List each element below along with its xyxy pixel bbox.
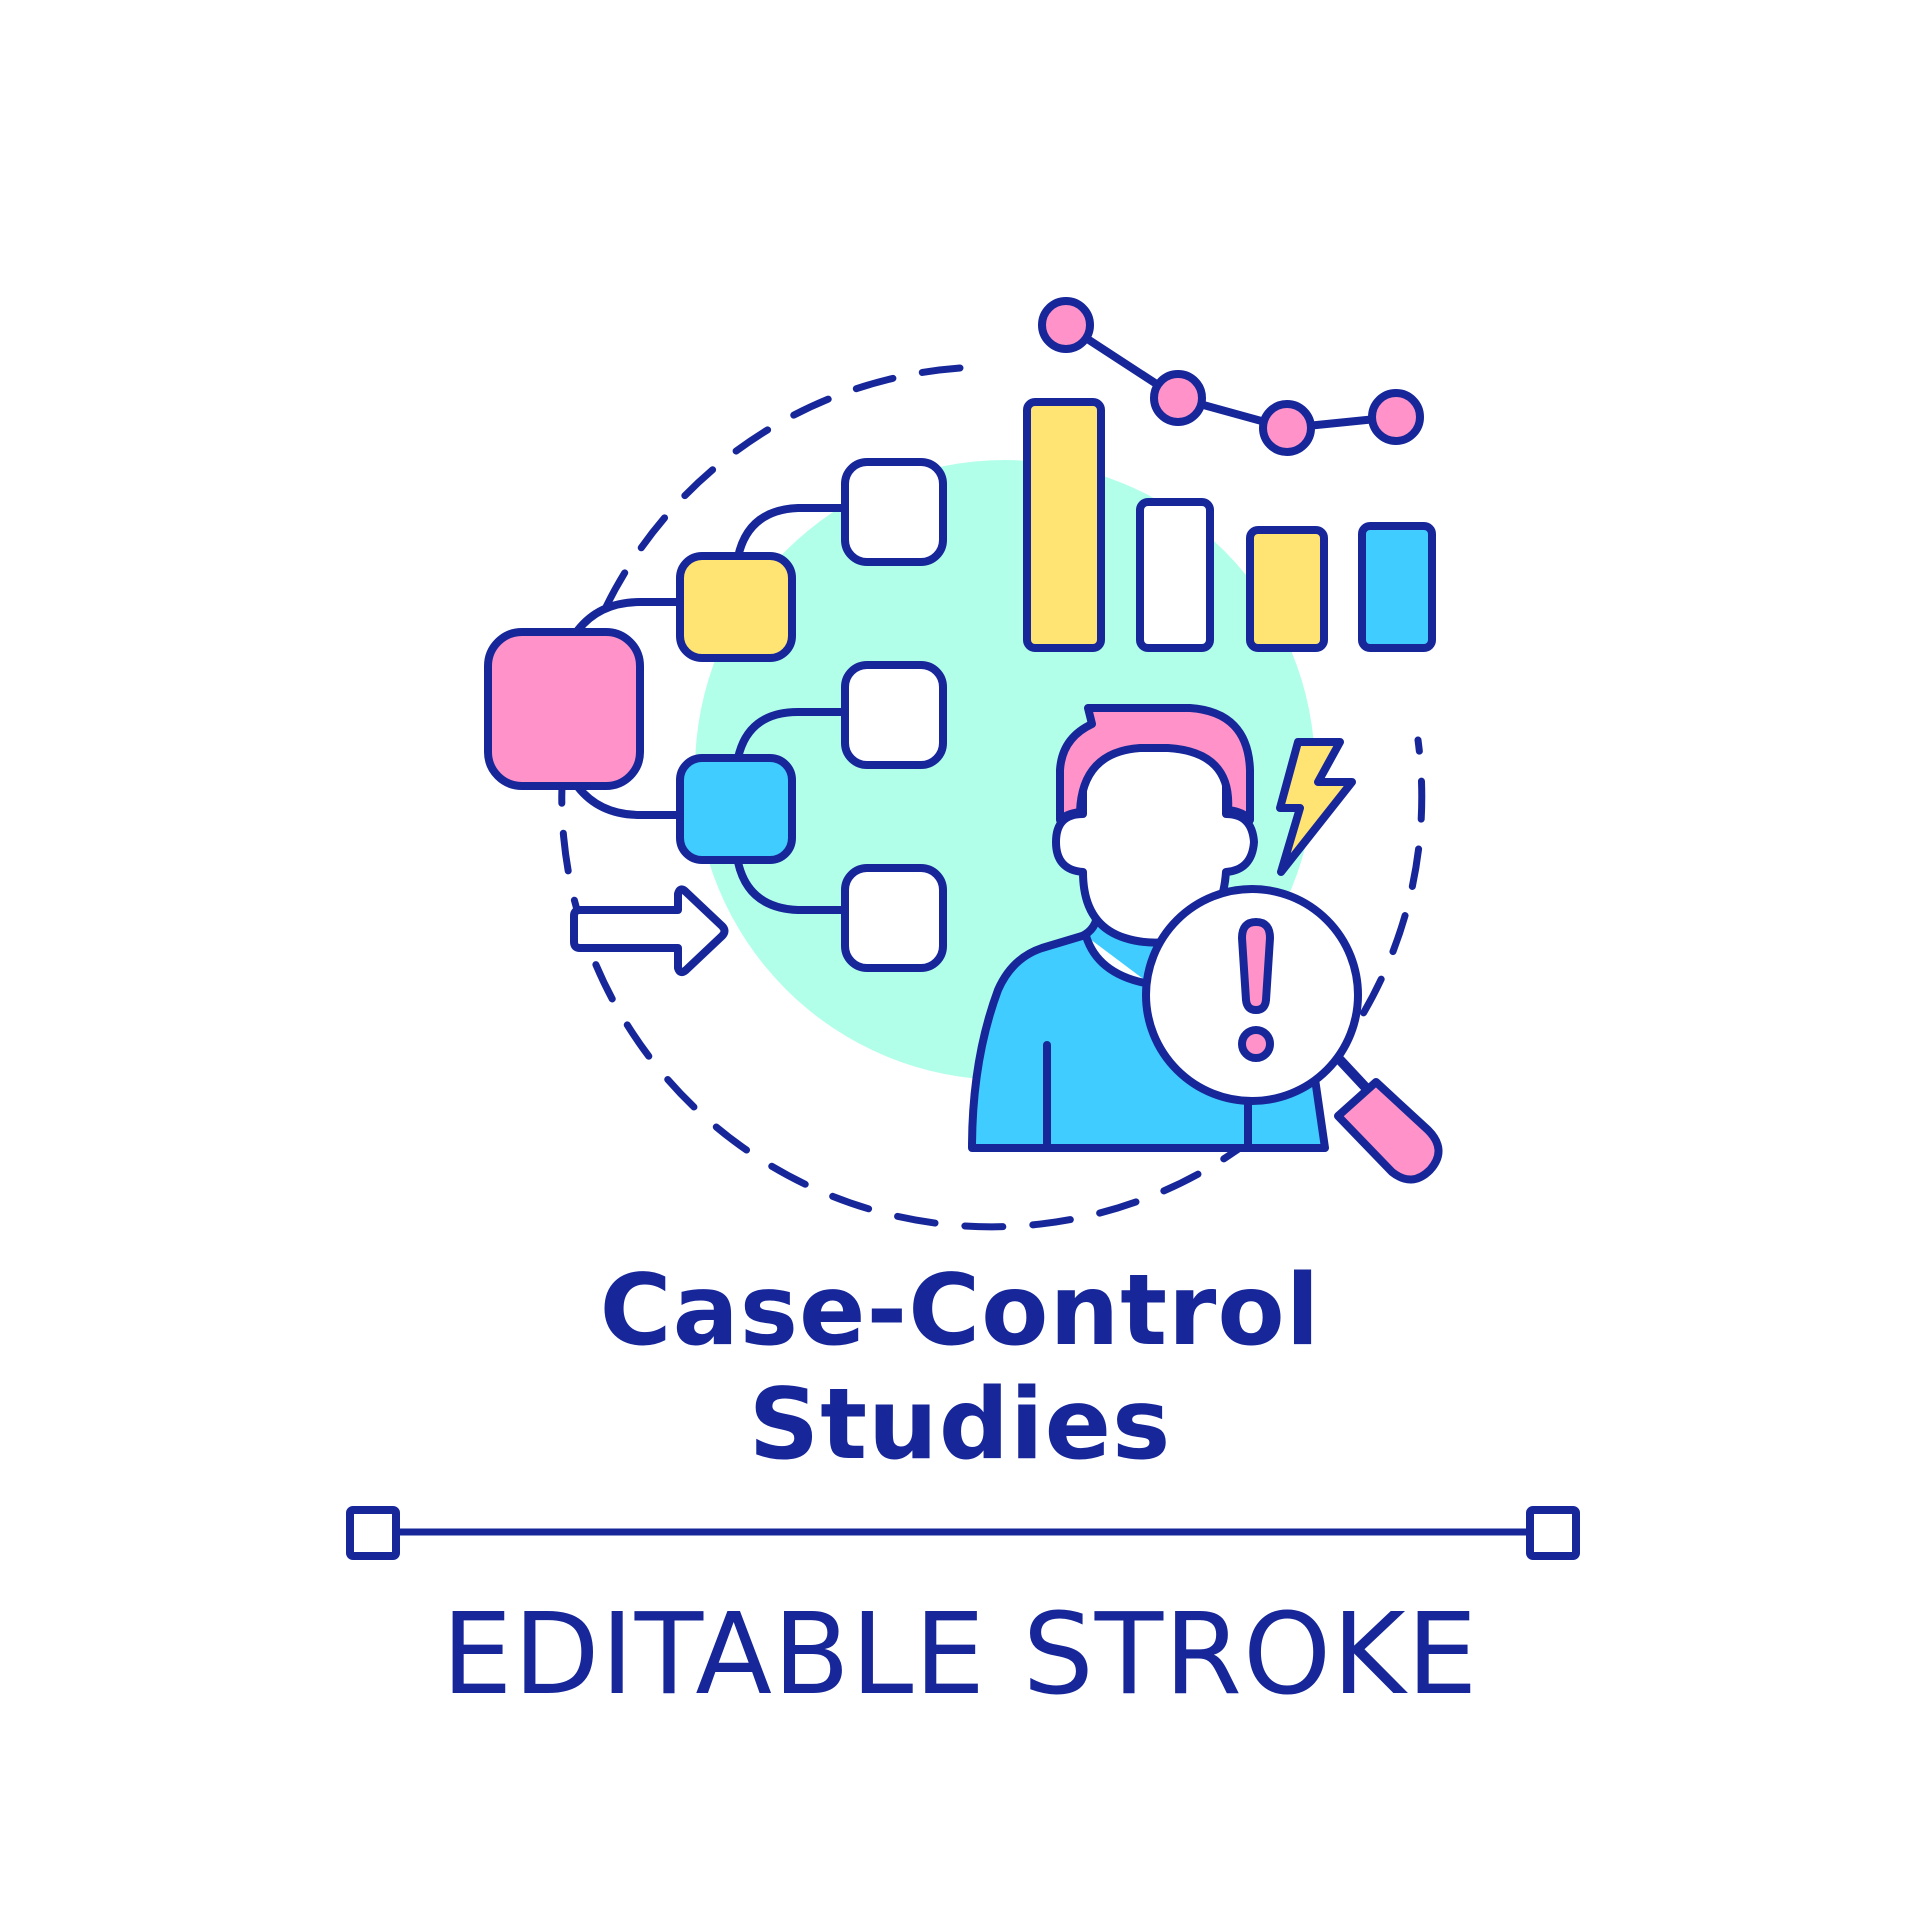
title-line-1: Case-Control: [599, 1254, 1321, 1368]
flowchart-leaf-box-1: [841, 458, 947, 566]
bar-1: [1023, 398, 1105, 652]
flowchart-yellow-box: [676, 552, 796, 662]
flowchart-root-box: [484, 628, 644, 790]
magnifier-icon: [1142, 885, 1443, 1184]
line-point-1: [1038, 297, 1094, 353]
line-point-3: [1259, 400, 1315, 456]
title-line-2: Studies: [748, 1368, 1172, 1482]
stroke-handle-right: [1526, 1506, 1580, 1560]
bar-4: [1358, 522, 1436, 652]
alert-icon: [1238, 918, 1274, 1014]
alert-dot: [1238, 1026, 1274, 1062]
bar-chart-icon: [1023, 398, 1436, 652]
line-point-2: [1150, 370, 1206, 426]
flowchart-blue-box: [676, 754, 796, 864]
flowchart-connectors: [574, 504, 849, 914]
flowchart-leaf-box-3: [841, 864, 947, 972]
arrow-right-icon: [570, 885, 729, 977]
stroke-handle-left: [346, 1506, 400, 1560]
magnifier-handle: [1334, 1078, 1443, 1184]
bar-2: [1136, 498, 1214, 652]
editable-stroke-line: [346, 1506, 1580, 1560]
bar-3: [1246, 526, 1328, 652]
lightning-icon: [1276, 738, 1356, 876]
flowchart-leaf-box-2: [841, 661, 947, 769]
flowchart-icon: [484, 458, 947, 972]
line-point-4: [1368, 389, 1424, 445]
line-chart-icon: [1038, 297, 1424, 456]
person-hair: [1056, 704, 1254, 824]
editable-stroke-caption: EDITABLE STROKE: [441, 1590, 1479, 1720]
